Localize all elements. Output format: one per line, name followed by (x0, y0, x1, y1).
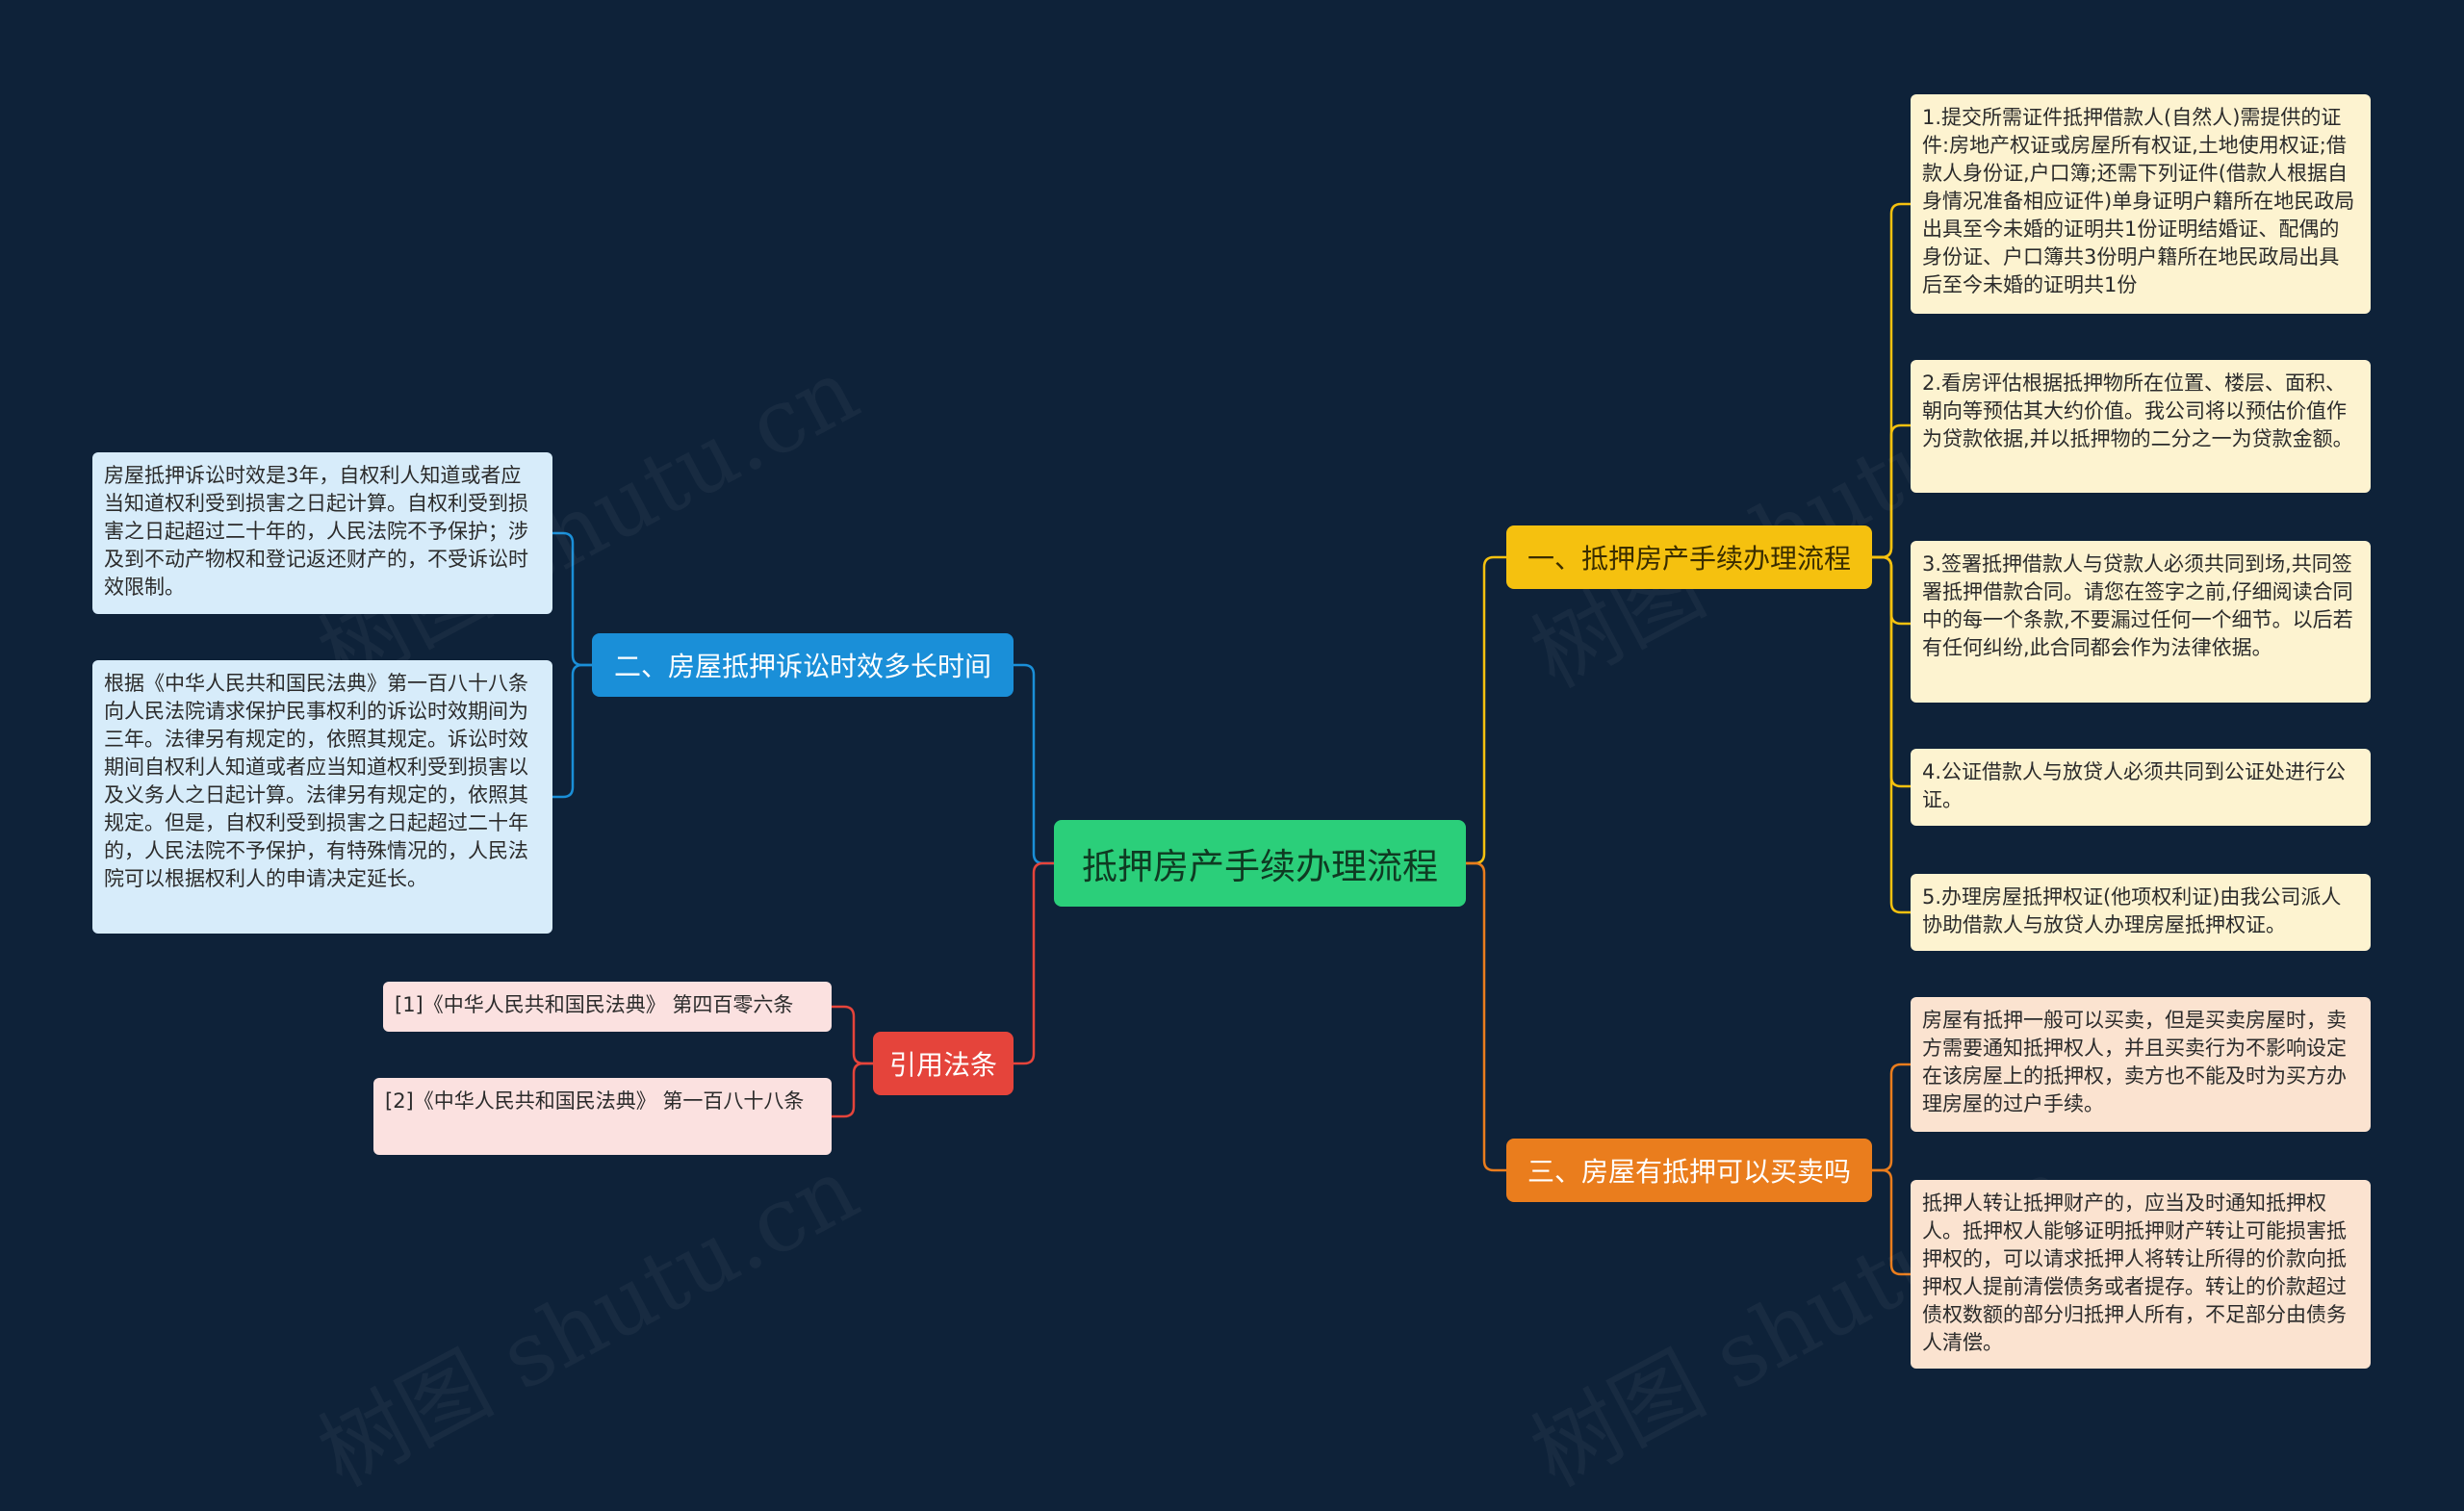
branch-limitation[interactable]: 二、房屋抵押诉讼时效多长时间 (592, 633, 1014, 697)
limitation-item-1[interactable]: 房屋抵押诉讼时效是3年，自权利人知道或者应当知道权利受到损害之日起计算。自权利受… (92, 452, 552, 614)
procedure-item-1[interactable]: 1.提交所需证件抵押借款人(自然人)需提供的证件:房地产权证或房屋所有权证,土地… (1911, 94, 2371, 314)
procedure-item-3[interactable]: 3.签署抵押借款人与贷款人必须共同到场,共同签署抵押借款合同。请您在签字之前,仔… (1911, 541, 2371, 703)
links-citations-items (832, 1005, 873, 1118)
sale-item-1[interactable]: 房屋有抵押一般可以买卖，但是买卖房屋时，卖方需要通知抵押权人，并且买卖行为不影响… (1911, 997, 2371, 1132)
links-limitation-items (552, 531, 592, 799)
citation-item-2[interactable]: [2]《中华人民共和国民法典》 第一百八十八条 (373, 1078, 832, 1155)
link-center-citations (1014, 861, 1054, 1065)
procedure-item-5[interactable]: 5.办理房屋抵押权证(他项权利证)由我公司派人协助借款人与放贷人办理房屋抵押权证… (1911, 874, 2371, 951)
branch-sale[interactable]: 三、房屋有抵押可以买卖吗 (1506, 1139, 1872, 1202)
link-center-limitation (1014, 663, 1054, 865)
limitation-item-2[interactable]: 根据《中华人民共和国民法典》第一百八十八条向人民法院请求保护民事权利的诉讼时效期… (92, 660, 552, 934)
connector-lines (552, 202, 1911, 1276)
link-center-sale (1466, 861, 1506, 1172)
sale-item-2[interactable]: 抵押人转让抵押财产的，应当及时通知抵押权人。抵押权人能够证明抵押财产转让可能损害… (1911, 1180, 2371, 1369)
mindmap-canvas: 树图 shutu.cn 树图 shutu.cn 树图 shutu.cn 树图 s… (92, 94, 2371, 1506)
branch-procedure[interactable]: 一、抵押房产手续办理流程 (1506, 525, 1872, 589)
procedure-item-2[interactable]: 2.看房评估根据抵押物所在位置、楼层、面积、朝向等预估其大约价值。我公司将以预估… (1911, 360, 2371, 493)
links-procedure-items (1872, 202, 1911, 914)
center-topic[interactable]: 抵押房产手续办理流程 (1054, 820, 1466, 907)
procedure-item-4[interactable]: 4.公证借款人与放贷人必须共同到公证处进行公证。 (1911, 749, 2371, 826)
links-sale-items (1872, 1063, 1911, 1276)
branch-citations[interactable]: 引用法条 (873, 1032, 1014, 1095)
citation-item-1[interactable]: [1]《中华人民共和国民法典》 第四百零六条 (383, 982, 832, 1032)
link-center-procedure (1466, 555, 1506, 865)
